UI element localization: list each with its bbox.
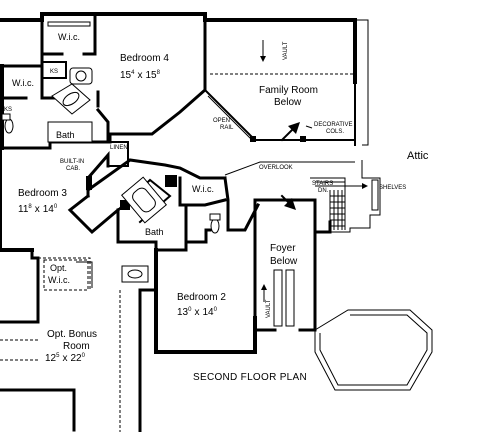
bath-left-label: Bath (56, 130, 75, 140)
builtin-label1: BUILT-IN (60, 159, 84, 165)
minor-labels: W.i.c. W.i.c. W.i.c. Opt. W.i.c. Bath Ba… (4, 32, 406, 318)
wic-top-label: W.i.c. (58, 32, 80, 42)
fixtures (1, 21, 379, 327)
family-room-below: Below (274, 97, 302, 108)
decorative-columns (86, 136, 306, 210)
shelves-label: SHELVES (379, 185, 406, 191)
vault-top-label: VAULT (283, 41, 289, 60)
attic-outline (314, 19, 433, 391)
vault-foyer-label: VAULT (266, 299, 272, 318)
deco-cols-label2: COLS. (326, 129, 344, 135)
wic-mid-label: W.i.c. (192, 184, 214, 194)
builtin-label2: CAB. (66, 166, 80, 172)
bath-mid-label: Bath (145, 227, 164, 237)
bedroom3-name: Bedroom 3 (18, 188, 67, 199)
bedroom2-name: Bedroom 2 (177, 292, 226, 303)
bonus-room-name: Opt. Bonus (47, 329, 97, 340)
open-rail-label2: RAIL (220, 125, 234, 131)
interior-walls (0, 12, 356, 432)
ks-label-top: KS (50, 69, 58, 75)
wic-left-label: W.i.c. (12, 78, 34, 88)
exterior-walls (0, 12, 357, 432)
opt-wic-label1: Opt. (50, 263, 67, 273)
plan-title: SECOND FLOOR PLAN (193, 372, 307, 383)
overlook-arrows (260, 40, 368, 302)
bonus-room-name2: Room (63, 341, 90, 352)
family-room-name: Family Room (259, 85, 318, 96)
linen-label: LINEN (110, 145, 128, 151)
foyer-name: Foyer (270, 243, 296, 254)
opt-wic-label2: W.i.c. (48, 275, 70, 285)
stairs-label1: STAIRS (312, 181, 333, 187)
open-rail-label1: OPEN (213, 118, 230, 124)
attic-name: Attic (407, 150, 429, 162)
bedroom4-name: Bedroom 4 (120, 53, 169, 64)
foyer-below: Below (270, 256, 298, 267)
ks-label-left: KS (4, 107, 12, 113)
overlook-label: OVERLOOK (259, 165, 293, 171)
stairs-label2: DN. (318, 188, 329, 194)
deco-cols-label1: DECORATIVE (314, 122, 353, 128)
